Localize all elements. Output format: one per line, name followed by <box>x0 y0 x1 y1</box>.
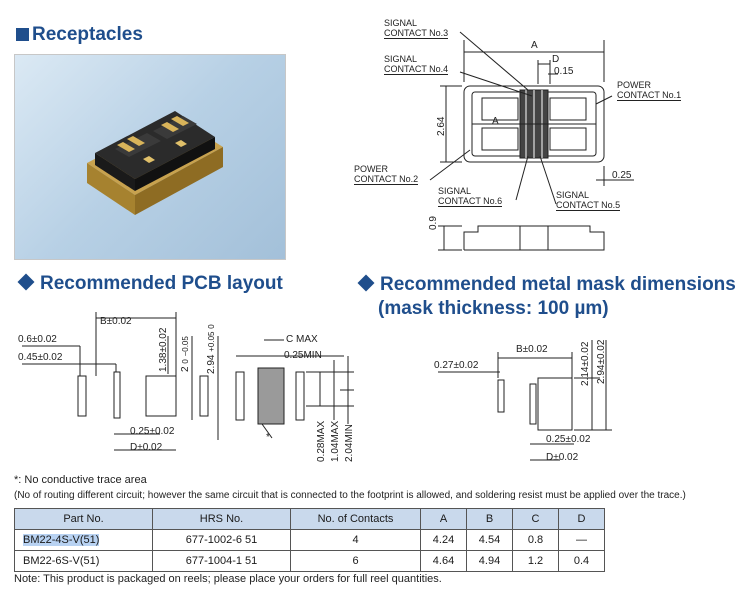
dim-0-9: 0.9 <box>428 216 439 230</box>
mask-dim-2-14: 2.14±0.02 <box>580 341 591 386</box>
receptacles-heading: Receptacles <box>16 24 143 46</box>
pcb-dim-b: B±0.02 <box>100 316 132 327</box>
pcb-dim-d: D±0.02 <box>130 442 163 453</box>
a-cell: 4.64 <box>420 550 467 572</box>
pcb-layout-drawing <box>22 312 354 451</box>
mark-a: A <box>492 116 499 127</box>
note-routing: (No of routing different circuit; howeve… <box>14 490 686 501</box>
part-no-cell: BM22-6S-V(51) <box>14 550 153 572</box>
contacts-cell: 4 <box>290 529 421 551</box>
mask-dim-b: B±0.02 <box>516 344 548 355</box>
col-part-no: Part No. <box>14 508 153 530</box>
d-cell: — <box>558 529 605 551</box>
pcb-dim-1-04max: 1.04MAX <box>330 420 341 462</box>
d-cell: 0.4 <box>558 550 605 572</box>
mask-heading-line1: Recommended metal mask dimensions <box>380 274 736 295</box>
hrs-no-cell: 677-1004-1 51 <box>152 550 291 572</box>
pcb-dim-2-04min: 2.04MIN <box>344 424 355 462</box>
pcb-dim-2-94: 2.94 +0.05 0 <box>206 324 217 374</box>
col-contacts: No. of Contacts <box>290 508 421 530</box>
b-cell: 4.54 <box>466 529 513 551</box>
pcb-layout-heading-text: Recommended PCB layout <box>40 273 283 294</box>
square-bullet-icon <box>16 28 29 41</box>
mask-heading-line2: (mask thickness: 100 µm) <box>378 298 609 319</box>
contacts-cell: 6 <box>290 550 421 572</box>
pcb-dim-1-38: 1.38±0.02 <box>158 327 169 372</box>
col-hrs-no: HRS No. <box>152 508 291 530</box>
mask-heading: Recommended metal mask dimensions (mask … <box>356 273 736 321</box>
dim-0-25: 0.25 <box>612 170 632 181</box>
receptacle-top-view <box>429 31 634 205</box>
pcb-dim-0-28max: 0.28MAX <box>316 420 327 462</box>
mask-dim-0-27: 0.27±0.02 <box>434 360 479 371</box>
product-photo <box>14 54 286 260</box>
metal-mask-drawing <box>438 340 612 461</box>
mask-dim-2-94: 2.94±0.02 <box>596 339 607 384</box>
part-no-text[interactable]: BM22-4S-V(51) <box>23 534 100 546</box>
a-cell: 4.24 <box>420 529 467 551</box>
b-cell: 4.94 <box>466 550 513 572</box>
dim-0-15: 0.15 <box>554 66 574 77</box>
pcb-dim-2-tolerance: 2 0 −0.05 <box>180 336 191 372</box>
technical-drawings <box>22 31 634 461</box>
pcb-star-mark: * <box>266 432 270 443</box>
col-c: C <box>512 508 559 530</box>
dim-a: A <box>531 40 538 51</box>
note-packaging: Note: This product is packaged on reels;… <box>14 573 442 585</box>
col-d: D <box>558 508 605 530</box>
table-row: BM22-6S-V(51) 677-1004-1 51 6 4.64 4.94 … <box>14 550 605 572</box>
pcb-dim-0-25: 0.25±0.02 <box>130 426 175 437</box>
spec-table: Part No. HRS No. No. of Contacts A B C D… <box>14 508 605 572</box>
part-no-cell[interactable]: BM22-4S-V(51) <box>14 529 153 551</box>
pcb-layout-heading: Recommended PCB layout <box>16 273 283 295</box>
mask-dim-d: D±0.02 <box>546 452 579 463</box>
pcb-dim-0-6: 0.6±0.02 <box>18 334 57 345</box>
mask-dim-0-25: 0.25±0.02 <box>546 434 591 445</box>
table-header-row: Part No. HRS No. No. of Contacts A B C D <box>14 508 605 530</box>
col-b: B <box>466 508 513 530</box>
receptacle-side-view <box>438 225 605 251</box>
c-cell: 0.8 <box>512 529 559 551</box>
hrs-no-cell: 677-1002-6 51 <box>152 529 291 551</box>
dim-2-64: 2.64 <box>436 116 447 136</box>
table-row: BM22-4S-V(51) 677-1002-6 51 4 4.24 4.54 … <box>14 529 605 551</box>
col-a: A <box>420 508 467 530</box>
pcb-dim-0-25min: 0.25MIN <box>284 350 322 361</box>
receptacles-heading-text: Receptacles <box>32 24 143 45</box>
pcb-dim-0-45: 0.45±0.02 <box>18 352 63 363</box>
c-cell: 1.2 <box>512 550 559 572</box>
dim-d: D <box>552 54 560 65</box>
pcb-dim-c-max: C MAX <box>286 334 318 345</box>
note-no-conductive-trace: *: No conductive trace area <box>14 474 147 486</box>
